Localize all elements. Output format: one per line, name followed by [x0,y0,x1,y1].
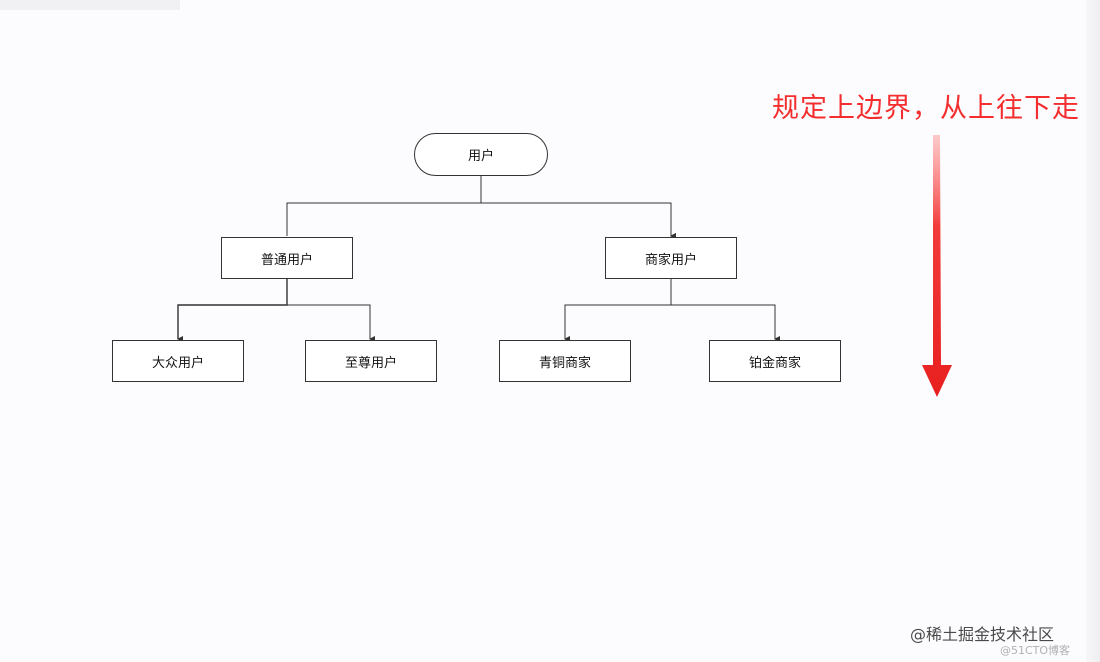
annotation-text: 规定上边界，从上往下走 [772,93,1080,124]
right-edge-shadow [1086,0,1100,662]
node-supreme-user: 至尊用户 [305,340,437,382]
watermark-51cto: @51CTO博客 [1000,644,1071,657]
connector-root-to-level1 [286,176,671,236]
red-down-arrow [922,135,952,397]
node-mass-user-label: 大众用户 [151,355,204,371]
node-bronze-merchant-label: 青铜商家 [538,355,591,371]
node-merchant-user-label: 商家用户 [644,252,697,268]
node-root-user: 用户 [414,133,548,176]
top-strip [0,0,180,10]
node-normal-user-label: 普通用户 [260,252,313,268]
watermark-juejin: @稀土掘金技术社区 [910,625,1055,644]
node-root-label: 用户 [467,149,494,164]
connector-merchant-users [564,278,672,342]
node-merchant-user: 商家用户 [605,237,737,279]
node-normal-user: 普通用户 [221,237,353,279]
node-mass-user: 大众用户 [112,340,244,382]
node-platinum-merchant: 铂金商家 [709,340,841,382]
node-bronze-merchant: 青铜商家 [499,340,631,382]
connector-normal-users-right [287,304,375,342]
node-platinum-merchant-label: 铂金商家 [748,355,801,371]
node-supreme-user-label: 至尊用户 [344,355,397,371]
connector-normal-users [177,278,288,342]
connector-merchant-users-right [671,304,780,342]
